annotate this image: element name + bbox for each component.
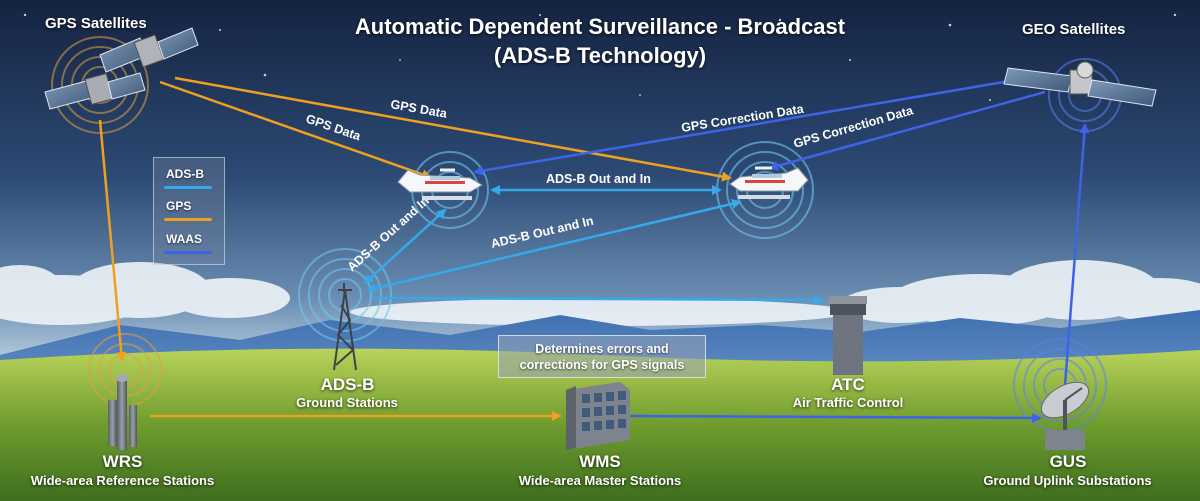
wms-note: Determines errors and corrections for GP… [498,335,706,378]
wrs-code: WRS [102,452,143,471]
wrs-name: Wide-area Reference Stations [30,473,215,488]
adsb-ground-to-atc-arrow [371,294,824,305]
adsb-ground-to-plane2-arrow [366,198,742,294]
waas-links [473,73,1090,423]
gps-satellite-1 [44,72,146,110]
adsb-plane-link-label: ADS-B Out and In [546,172,651,186]
airplane-1 [397,168,483,200]
gps-data-arrow-wrs [98,119,127,362]
gps-data-arrow-plane2 [174,76,732,182]
wms-to-gus-arrow [629,412,1042,423]
wrs-antennas [108,374,137,450]
diagram-subtitle: (ADS-B Technology) [493,43,707,68]
gps-data-arrow-plane1 [159,80,432,180]
correction-arrow-plane2 [768,90,1046,171]
legend-label-adsb: ADS-B [166,167,204,181]
geo-satellite [1003,61,1157,107]
clouds [0,260,1200,326]
atc-tower [829,296,867,375]
wms-code: WMS [579,452,621,471]
geo-satellites-label: GEO Satellites [1022,21,1126,38]
wms-building [566,382,630,450]
gus-code: GUS [1049,452,1087,471]
legend-swatch-adsb [164,186,212,189]
legend-label-waas: WAAS [166,232,202,246]
atc-code: ATC [831,375,865,394]
gps-satellite-2 [99,27,199,73]
legend-label-gps: GPS [166,199,192,213]
legend: ADS-B GPS WAAS [153,157,225,265]
correction-arrow-plane1 [473,73,1046,176]
gus-name: Ground Uplink Substations [983,473,1152,488]
atc-name: Air Traffic Control [792,395,904,410]
gps-links [98,76,732,421]
wms-note-line2: corrections for GPS signals [519,358,685,372]
airplane-2 [729,166,809,199]
gus-to-geo-arrow [1063,123,1090,386]
wms-note-line1: Determines errors and [535,342,669,356]
gus-dish [1040,381,1090,450]
diagram-title: Automatic Dependent Surveillance - Broad… [354,14,846,39]
wms-name: Wide-area Master Stations [518,473,682,488]
legend-swatch-gps [164,218,212,221]
adsb-links [363,185,824,305]
gps-satellites-label: GPS Satellites [45,15,147,32]
adsb-ground-tower [333,283,357,371]
adsb-code: ADS-B [320,375,375,394]
legend-swatch-waas [164,251,212,254]
adsb-name: Ground Stations [296,395,398,410]
